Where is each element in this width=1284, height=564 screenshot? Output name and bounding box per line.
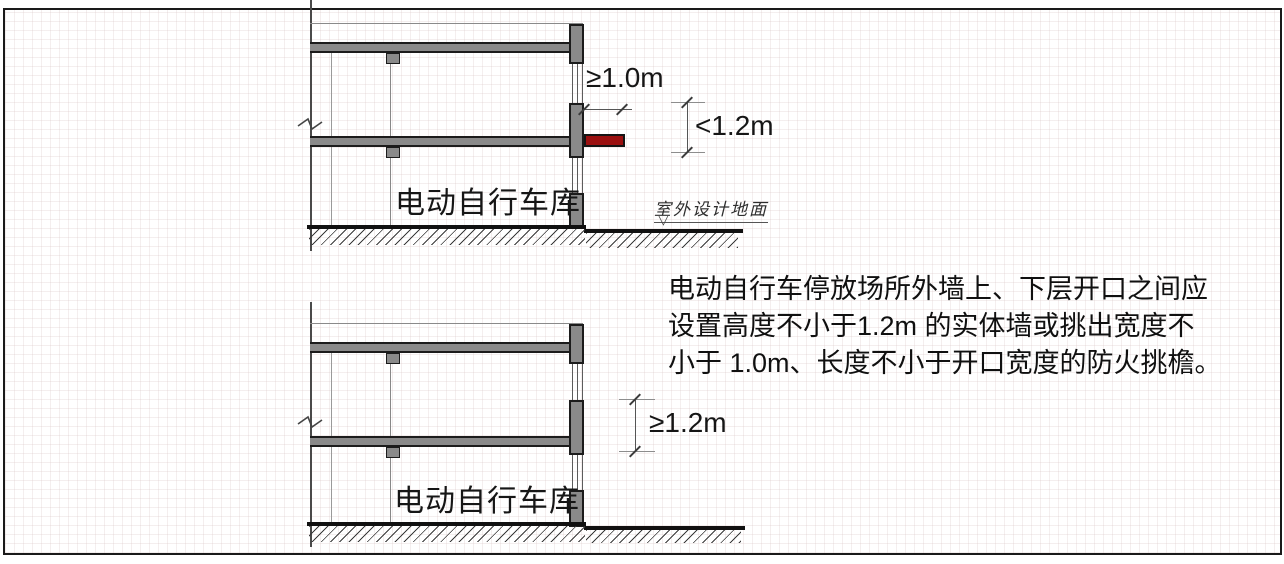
wall-break-icon: [297, 415, 323, 429]
window-opening-upper: [572, 64, 583, 103]
ground-hatch-exterior: [586, 233, 738, 248]
ground-level-marker-icon: ▽: [658, 211, 669, 227]
floor-slab: [310, 136, 584, 147]
partition-line-lower: [390, 158, 391, 225]
figure-border-frame: [3, 8, 1282, 555]
window-opening-lower: [572, 158, 583, 193]
ground-hatch-interior: [309, 229, 585, 245]
interior-beam-upper: [386, 53, 400, 64]
partition-line-upper: [390, 64, 391, 136]
opening-gap-dimension-label: <1.2m: [695, 110, 774, 141]
exterior-wall-segment-top: [569, 324, 584, 364]
dimension-extension-line: [619, 399, 655, 400]
requirement-note: 电动自行车停放场所外墙上、下层开口之间应 设置高度不小于1.2m 的实体墙或挑出…: [668, 271, 1222, 382]
window-opening-lower: [572, 455, 583, 490]
floor-slab: [310, 436, 584, 447]
solid-spandrel-wall: [569, 400, 584, 455]
canopy-width-dimension-label: ≥1.0m: [586, 62, 664, 93]
solid-wall-height-dimension-label: ≥1.2m: [649, 407, 727, 438]
exterior-wall-segment-top: [569, 24, 584, 64]
outdoor-ground-label: 室外设计地面: [654, 195, 768, 223]
note-line: 电动自行车停放场所外墙上、下层开口之间应: [668, 274, 1208, 304]
interior-beam-lower: [386, 147, 400, 158]
window-opening-upper: [572, 364, 583, 400]
room-label: 电动自行车库: [395, 187, 581, 220]
roof-slab: [310, 42, 584, 53]
ground-hatch-exterior: [586, 530, 741, 543]
roof-line: [310, 23, 583, 24]
solid-wall-dimension-line: [635, 399, 636, 452]
room-label: 电动自行车库: [394, 485, 580, 518]
canopy-dimension-line: [584, 109, 632, 110]
partition-line-upper: [390, 364, 391, 436]
exterior-ground-line: [584, 526, 745, 530]
note-line: 小于 1.0m、长度不小于开口宽度的防火挑檐。: [668, 348, 1222, 378]
roof-line: [310, 323, 583, 324]
note-line: 设置高度不小于1.2m 的实体墙或挑出宽度不: [668, 311, 1195, 341]
interior-beam-lower: [386, 447, 400, 458]
exterior-ground-line: [584, 229, 743, 233]
interior-beam-upper: [386, 353, 400, 364]
gap-dimension-line: [687, 102, 688, 153]
fire-canopy: [584, 134, 625, 147]
exterior-wall-segment-middle: [569, 103, 584, 158]
dimension-extension-line: [619, 451, 655, 452]
ground-hatch-interior: [309, 526, 585, 542]
interior-ground-line: [307, 522, 586, 526]
partition-line-lower: [390, 458, 391, 522]
interior-ground-line: [307, 225, 586, 229]
wall-break-icon: [297, 117, 323, 131]
roof-slab: [310, 342, 584, 353]
